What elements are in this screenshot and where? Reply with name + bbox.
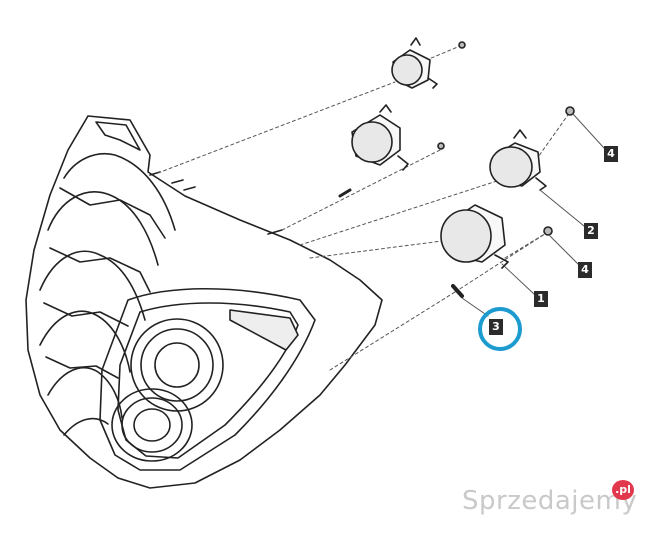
callout-4-lower: 4 bbox=[578, 262, 592, 278]
part-1-fog-lamp bbox=[440, 204, 553, 298]
highlight-ring bbox=[478, 307, 522, 351]
lamp-openings bbox=[111, 318, 224, 462]
housing-bolts bbox=[149, 171, 283, 235]
watermark-text: Sprzedajemy bbox=[462, 486, 638, 516]
fog-lamp-middle bbox=[338, 104, 445, 198]
assembly-lines bbox=[157, 45, 571, 371]
fog-lamp-upper bbox=[391, 37, 466, 89]
callout-2: 2 bbox=[584, 223, 598, 239]
callout-1: 1 bbox=[534, 291, 548, 307]
part-2-fog-lamp bbox=[489, 106, 575, 191]
bumper-housing bbox=[25, 115, 383, 489]
callout-4-upper: 4 bbox=[604, 146, 618, 162]
watermark-badge: .pl bbox=[612, 480, 634, 500]
callout-3: 3 bbox=[489, 319, 503, 335]
